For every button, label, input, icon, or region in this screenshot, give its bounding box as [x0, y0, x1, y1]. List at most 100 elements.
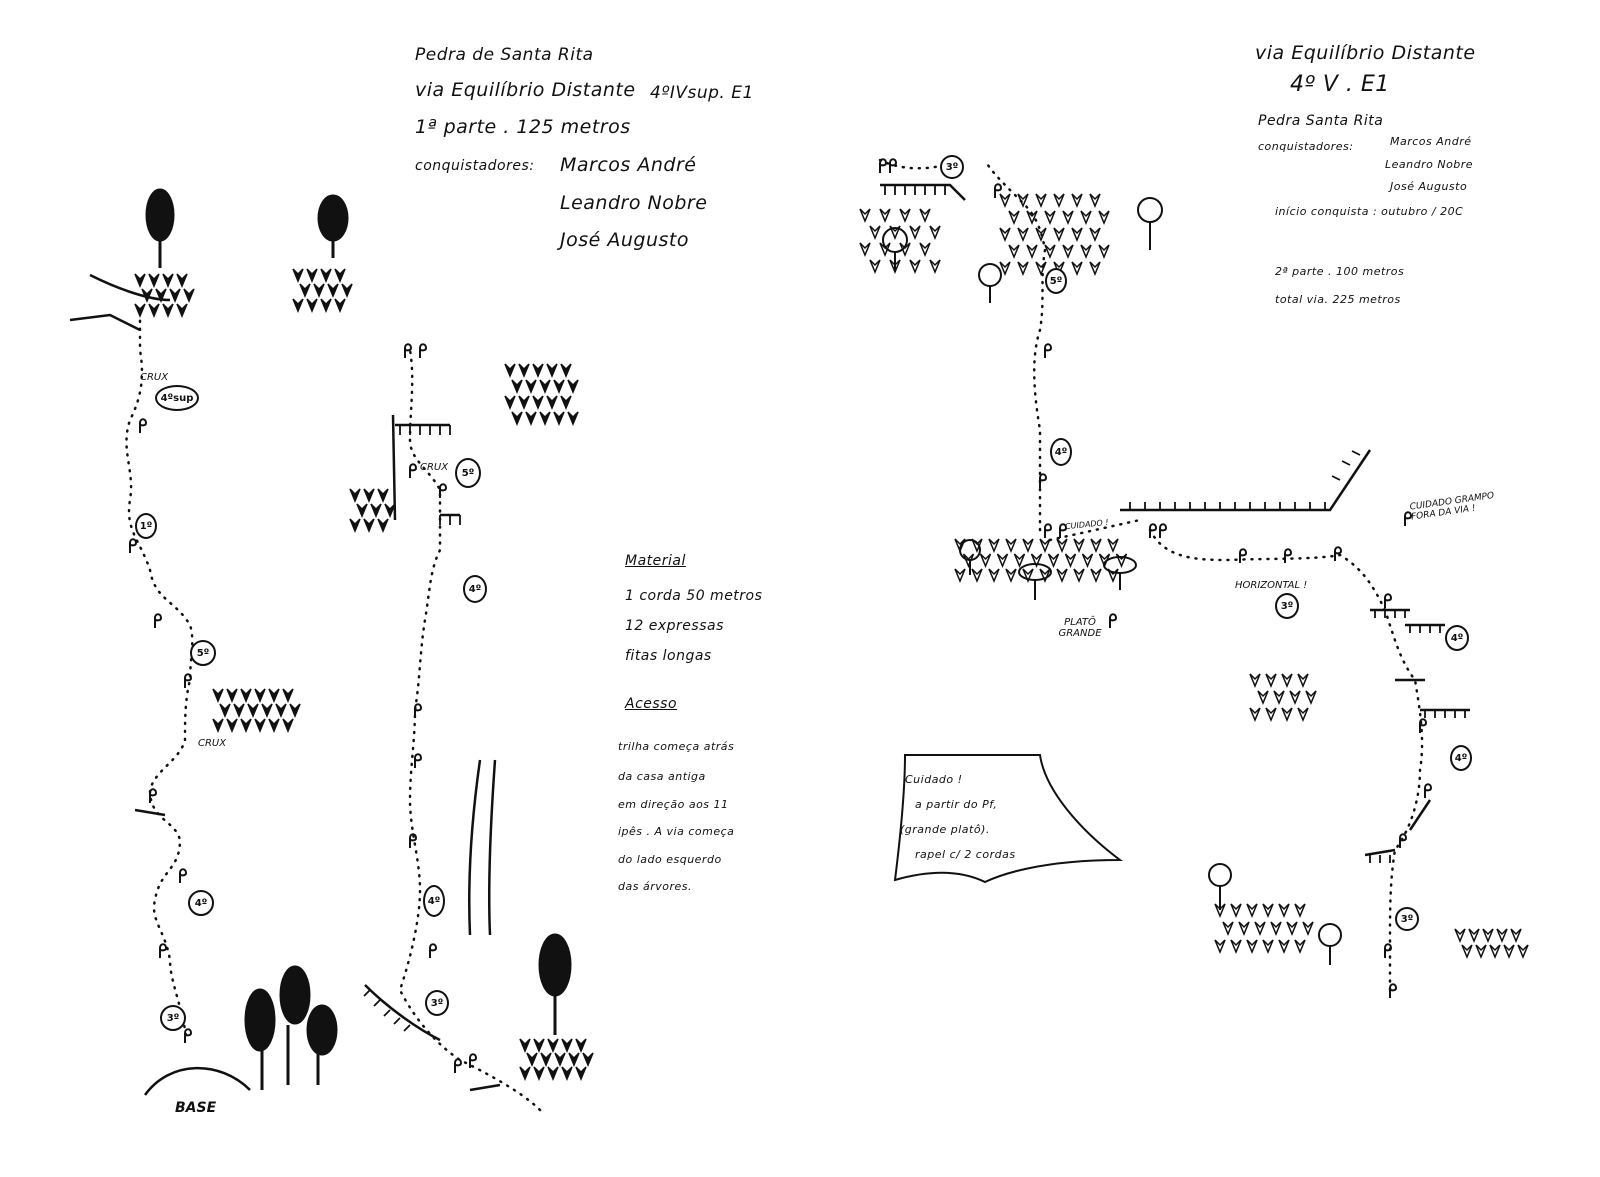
route-left	[125, 318, 194, 1037]
right-route-name: via Equilíbrio Distante	[1255, 42, 1476, 64]
bolt-icon	[889, 158, 898, 173]
shrub-icon	[929, 225, 941, 240]
shrub-icon	[1482, 928, 1494, 943]
shrub-icon	[1214, 903, 1226, 918]
shrub-icon	[519, 1038, 531, 1053]
shrub-icon	[1222, 921, 1234, 936]
bolt-icon	[439, 483, 448, 498]
shrub-icon	[999, 227, 1011, 242]
shrub-icon	[1080, 210, 1092, 225]
shrub-icon	[1035, 227, 1047, 242]
right-inicio: início conquista : outubro / 20C	[1275, 205, 1464, 218]
shrub-icon	[879, 208, 891, 223]
shrub-icon	[525, 411, 537, 426]
acesso-line-4: ipês . A via começa	[618, 825, 735, 838]
ledge-ticks	[363, 185, 1466, 1032]
shrub-icon	[909, 225, 921, 240]
shrub-icon	[879, 242, 891, 257]
shrub-icon	[519, 1066, 531, 1081]
shrub-icon	[1262, 939, 1274, 954]
bolt-icon	[1419, 718, 1428, 733]
shrub-icon	[1056, 538, 1068, 553]
right-name-3: José Augusto	[1390, 180, 1468, 193]
shrub-icon	[1297, 673, 1309, 688]
shrub-icon	[1039, 568, 1051, 583]
shrub-icon	[306, 268, 318, 283]
shrub-icon	[1017, 227, 1029, 242]
bolt-icon	[149, 788, 158, 803]
shrub-icon	[1461, 944, 1473, 959]
label-crux-3: CRUX	[198, 738, 227, 749]
shrub-icon	[363, 518, 375, 533]
shrub-icon	[1017, 193, 1029, 208]
shrub-icon	[1297, 707, 1309, 722]
label-crux-1: CRUX	[140, 372, 169, 383]
shrub-icon	[1026, 210, 1038, 225]
route-right-upper	[878, 158, 1047, 532]
shrub-icon	[561, 1066, 573, 1081]
shrub-icon	[1254, 921, 1266, 936]
bolt-icon	[1044, 523, 1053, 538]
shrub-icon	[546, 395, 558, 410]
bolt-icon	[409, 463, 418, 478]
shrub-icon	[1098, 210, 1110, 225]
shrub-icon	[1262, 903, 1274, 918]
bolt-icon	[1399, 833, 1408, 848]
tree-icon	[145, 188, 175, 268]
shrub-icon	[1098, 553, 1111, 568]
shrub-icon	[1022, 538, 1034, 553]
shrub-icon	[954, 538, 966, 553]
grade-ring: 1º	[135, 513, 157, 539]
shrub-icon	[1230, 939, 1242, 954]
tree-icon	[538, 933, 572, 1035]
shrub-icon	[1214, 939, 1226, 954]
caution-line-2: a partir do Pf,	[915, 798, 998, 811]
bolt-icon	[1039, 473, 1048, 488]
shrub-icon	[1115, 553, 1128, 568]
right-total: total via. 225 metros	[1275, 293, 1401, 306]
label-base: BASE	[175, 1100, 217, 1116]
shrub-icon	[356, 503, 368, 518]
shrub-icon	[547, 1066, 559, 1081]
shrub-icon	[560, 363, 572, 378]
label-plato-grande: PLATÔ GRANDE	[1058, 617, 1102, 639]
shrub-icon	[282, 718, 294, 733]
shrub-icon	[162, 273, 174, 288]
grade-ring: 4º	[463, 575, 487, 603]
shrub-icon	[575, 1038, 587, 1053]
tree-icon	[978, 263, 1002, 303]
shrub-icon	[919, 242, 931, 257]
right-grade: 4º V . E1	[1290, 72, 1390, 97]
shrub-icon	[568, 1052, 580, 1067]
left-route-name: via Equilíbrio Distante	[415, 79, 636, 101]
shrub-icon	[526, 1052, 538, 1067]
shrub-icon	[869, 259, 881, 274]
bolt-icon	[994, 183, 1003, 198]
shrub-icon	[518, 395, 530, 410]
shrub-icon	[233, 703, 245, 718]
shrub-icon	[539, 411, 551, 426]
shrub-icon	[999, 193, 1011, 208]
shrub-icon	[919, 208, 931, 223]
shrub-icon	[1062, 244, 1074, 259]
shrub-icon	[289, 703, 301, 718]
shrub-icon	[1053, 227, 1065, 242]
shrub-icon	[226, 718, 238, 733]
bolt-icon	[1284, 548, 1293, 563]
shrub-icon	[1475, 944, 1487, 959]
grade-ring: 4º	[423, 885, 445, 917]
left-name-3: José Augusto	[560, 229, 689, 251]
bolt-icon	[139, 418, 148, 433]
route-right-traverse	[1148, 528, 1424, 992]
shrub-icon	[954, 568, 966, 583]
acesso-line-3: em direção aos 11	[618, 798, 729, 811]
shrub-icon	[554, 1052, 566, 1067]
shrub-icon	[525, 379, 537, 394]
shrub-icon	[1246, 939, 1258, 954]
shrub-icon	[899, 242, 911, 257]
shrub-icon	[334, 298, 346, 313]
shrub-icon	[268, 688, 280, 703]
shrub-icon	[929, 259, 941, 274]
right-name-2: Leandro Nobre	[1385, 158, 1474, 171]
right-parte2: 2ª parte . 100 metros	[1275, 265, 1405, 278]
